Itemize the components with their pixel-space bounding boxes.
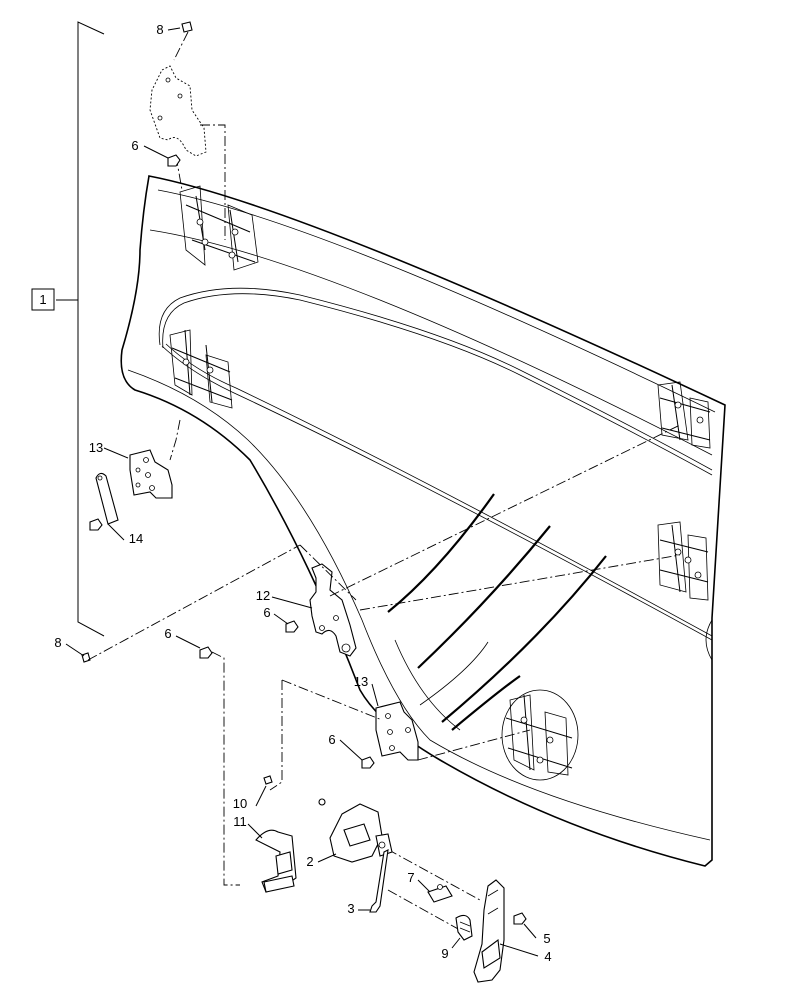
- callout-12: 12: [256, 588, 270, 603]
- assembly-label: 1: [39, 292, 46, 307]
- handle-4: [473, 879, 505, 983]
- callout-5: 5: [543, 931, 550, 946]
- callout-3: 3: [347, 901, 354, 916]
- leader-lines: [65, 27, 539, 957]
- nut-14: [89, 518, 103, 531]
- nut-12: [285, 620, 299, 633]
- callout-6-lower: 6: [328, 732, 335, 747]
- callout-8-left: 8: [54, 635, 61, 650]
- clip-group-mid-left: [169, 329, 233, 409]
- callout-2: 2: [306, 854, 313, 869]
- nut-8-top: [181, 21, 193, 33]
- callout-13-lower: 13: [354, 674, 368, 689]
- clip-group-mid-right: [657, 521, 709, 601]
- latch-11: [255, 829, 297, 893]
- clip-group-top-left: [179, 185, 259, 271]
- bolt-10: [263, 775, 273, 785]
- spring-9: [455, 914, 473, 941]
- callout-4: 4: [544, 949, 551, 964]
- main-panel: [120, 175, 726, 867]
- callout-6-top: 6: [131, 138, 138, 153]
- assembly-label-box: [31, 288, 55, 311]
- callout-9: 9: [441, 946, 448, 961]
- striker-2: [329, 803, 393, 863]
- callout-10: 10: [233, 796, 247, 811]
- rod-3: [369, 849, 389, 913]
- callouts: 8 6 13 14 8 6 12 6 13 6 10 11 2 7 3 9 5 …: [54, 22, 551, 964]
- callout-6-bracket12: 6: [263, 605, 270, 620]
- callout-7: 7: [407, 870, 414, 885]
- pad-7: [427, 884, 453, 903]
- nut-6-left: [199, 646, 213, 659]
- nut-6-top: [167, 154, 181, 167]
- callout-11: 11: [233, 814, 247, 829]
- bracket-12: [309, 563, 357, 657]
- callout-6-left: 6: [164, 626, 171, 641]
- nut-5: [513, 912, 527, 925]
- washer-2: [318, 798, 326, 806]
- callout-14: 14: [129, 531, 143, 546]
- callout-13-upper: 13: [89, 440, 103, 455]
- callout-8-top: 8: [156, 22, 163, 37]
- clip-group-bottom-right: [501, 689, 579, 781]
- nut-8-left: [81, 652, 91, 663]
- assembly-bracket: 1: [31, 21, 105, 637]
- link-14: [95, 472, 119, 525]
- bracket-13-lower: [375, 701, 419, 761]
- nut-13-lower: [361, 756, 375, 769]
- top-bracket: [149, 31, 226, 240]
- bracket-13-upper: [129, 449, 173, 499]
